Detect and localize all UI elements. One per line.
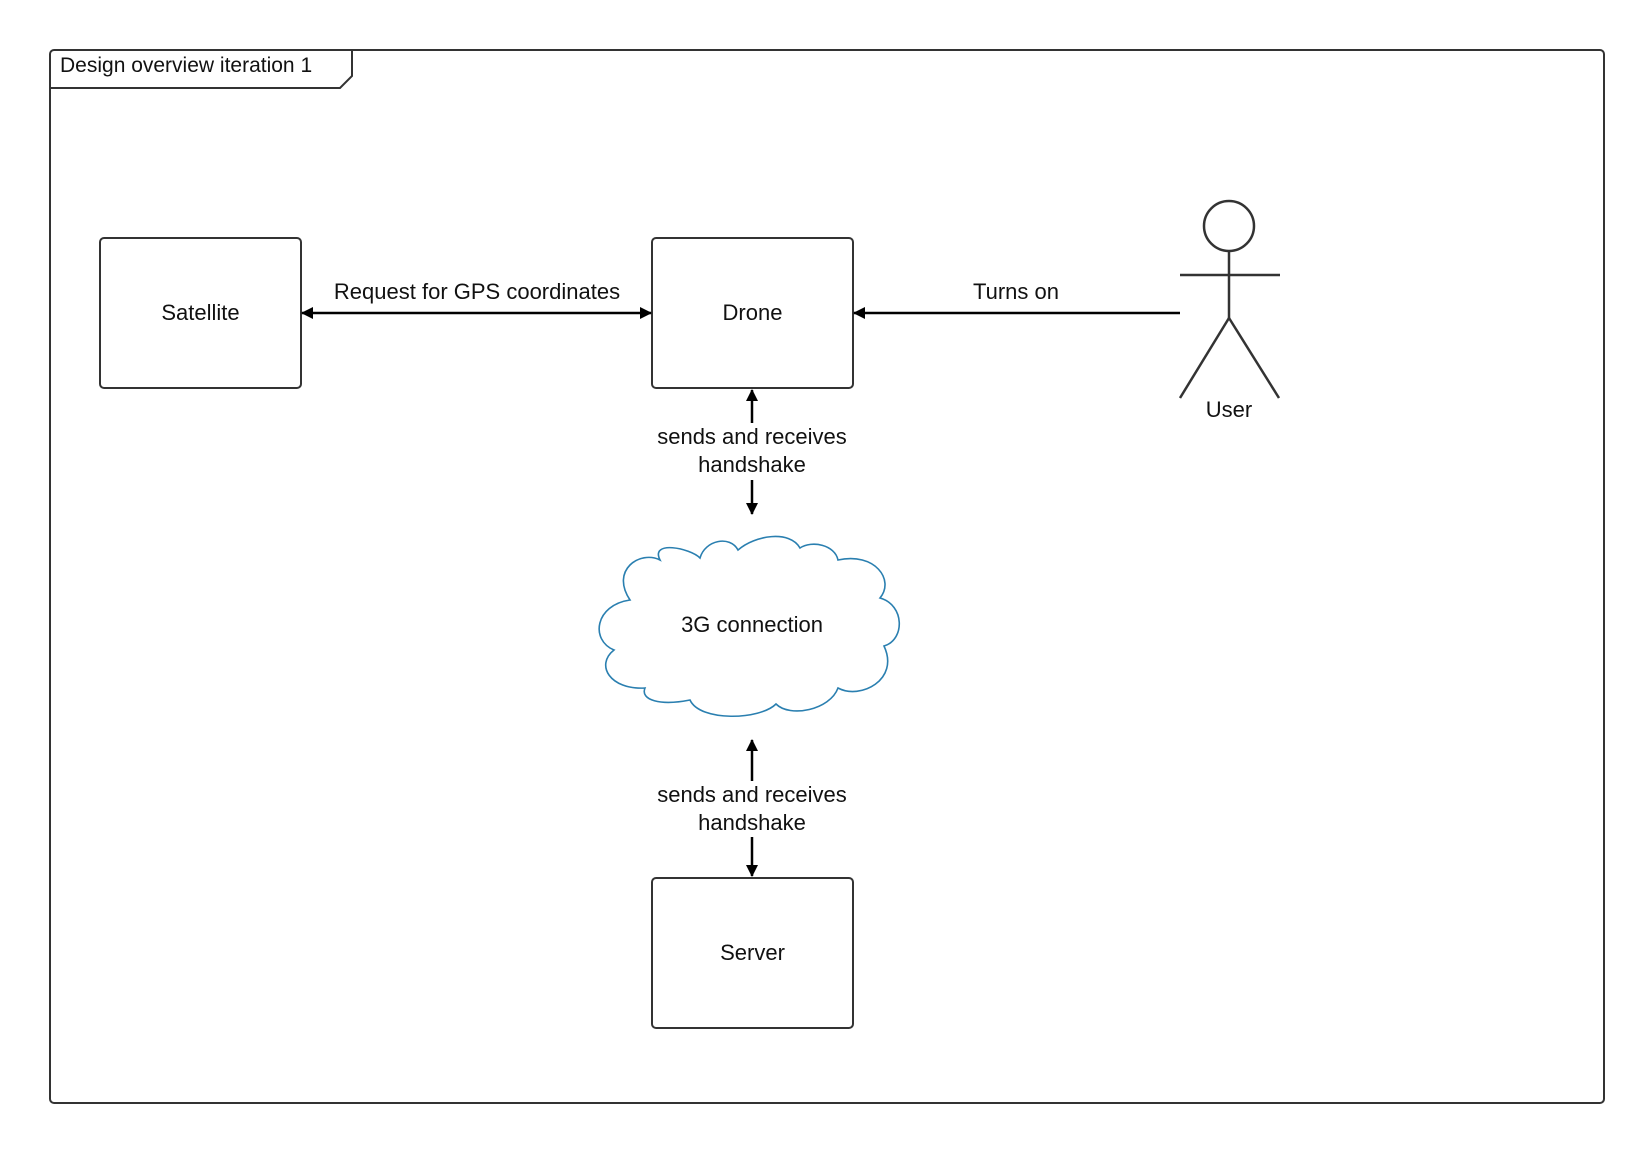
frame-border [49,49,1605,1104]
edge-label-drone-cloud-line2: handshake [602,451,902,479]
user-label: User [1205,397,1253,422]
satellite-label: Satellite [100,238,301,388]
edge-label-drone-cloud-line1: sends and receives [602,423,902,451]
edge-label-drone-cloud: sends and receives handshake [602,423,902,479]
edge-label-cloud-server-line2: handshake [602,809,902,837]
satellite-label-text: Satellite [161,300,240,325]
user-actor-icon[interactable] [1178,199,1281,399]
edge-label-cloud-server: sends and receives handshake [602,781,902,837]
cloud-label-text: 3G connection [681,612,823,637]
server-box[interactable] [651,877,854,1029]
frame-title-tab [50,50,353,89]
cloud-3g-shape[interactable] [598,535,901,718]
drone-label-text: Drone [722,300,783,325]
frame-title: Design overview iteration 1 [60,54,313,77]
edge-label-cloud-server-line1: sends and receives [602,781,902,809]
server-label: Server [652,878,853,1028]
cloud-label: 3G connection [602,610,902,640]
server-label-text: Server [720,940,785,965]
edge-label-user-drone: Turns on [972,279,1059,304]
edge-label-satellite-drone: Request for GPS coordinates [333,279,621,304]
drone-label: Drone [652,238,853,388]
